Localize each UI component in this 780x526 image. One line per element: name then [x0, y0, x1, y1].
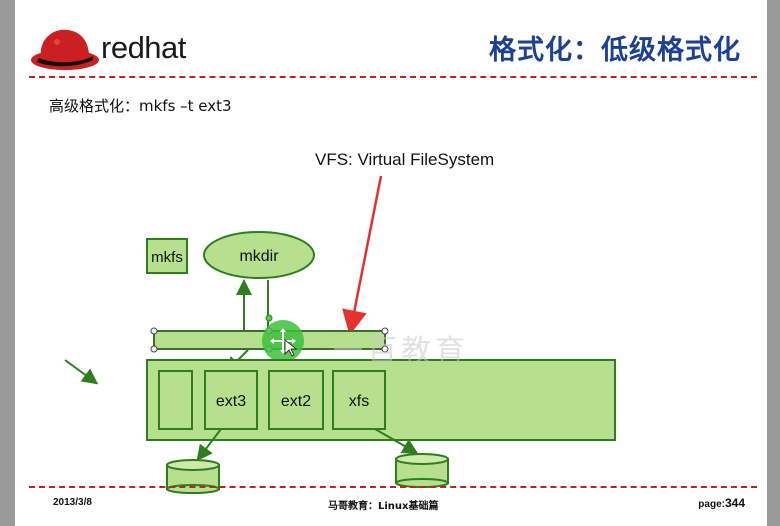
footer-course: 马哥教育：Linux基础篇 [328, 501, 439, 512]
footer-rule [29, 486, 757, 488]
left-arrow [64, 359, 99, 385]
xfs-label: xfs [349, 393, 369, 410]
disk-left-icon [166, 459, 220, 494]
mkdir-label: mkdir [239, 248, 279, 265]
disk-right-icon [395, 453, 449, 488]
ext2-label: ext2 [281, 393, 311, 410]
slide-title: 格式化：低级格式化 [489, 35, 741, 66]
move-cursor-icon [262, 320, 304, 362]
mkfs-label: mkfs [151, 249, 183, 266]
ext2-node: ext2 [268, 370, 324, 430]
page-label: page: [698, 499, 725, 510]
watermark: 一百教育 [333, 334, 469, 369]
mkfs-node: mkfs [146, 238, 188, 274]
redhat-hat-icon [31, 29, 99, 70]
brand-text: redhat [101, 30, 186, 65]
footer-page: page:344 [698, 496, 745, 510]
ext3-label: ext3 [216, 393, 246, 410]
slide: redhat 格式化：低级格式化 高级格式化：mkfs –t ext3 VFS:… [15, 0, 767, 526]
mkdir-node: mkdir [203, 231, 315, 279]
header-rule [29, 76, 757, 78]
footer-date: 2013/3/8 [53, 497, 92, 508]
page-number: 344 [724, 496, 745, 510]
fs-slot-blank [158, 370, 193, 430]
xfs-to-disk-arrow [374, 428, 419, 454]
vfs-diagram: mkfs mkdir [64, 175, 616, 494]
xfs-node: xfs [332, 370, 386, 430]
redhat-logo [31, 29, 99, 70]
ext3-node: ext3 [204, 370, 258, 430]
ext3-to-disk-arrow [196, 428, 222, 462]
vfs-label: VFS: Virtual FileSystem [315, 150, 495, 169]
subtitle: 高级格式化：mkfs –t ext3 [49, 97, 232, 115]
vfs-pointer-arrow [342, 175, 383, 336]
